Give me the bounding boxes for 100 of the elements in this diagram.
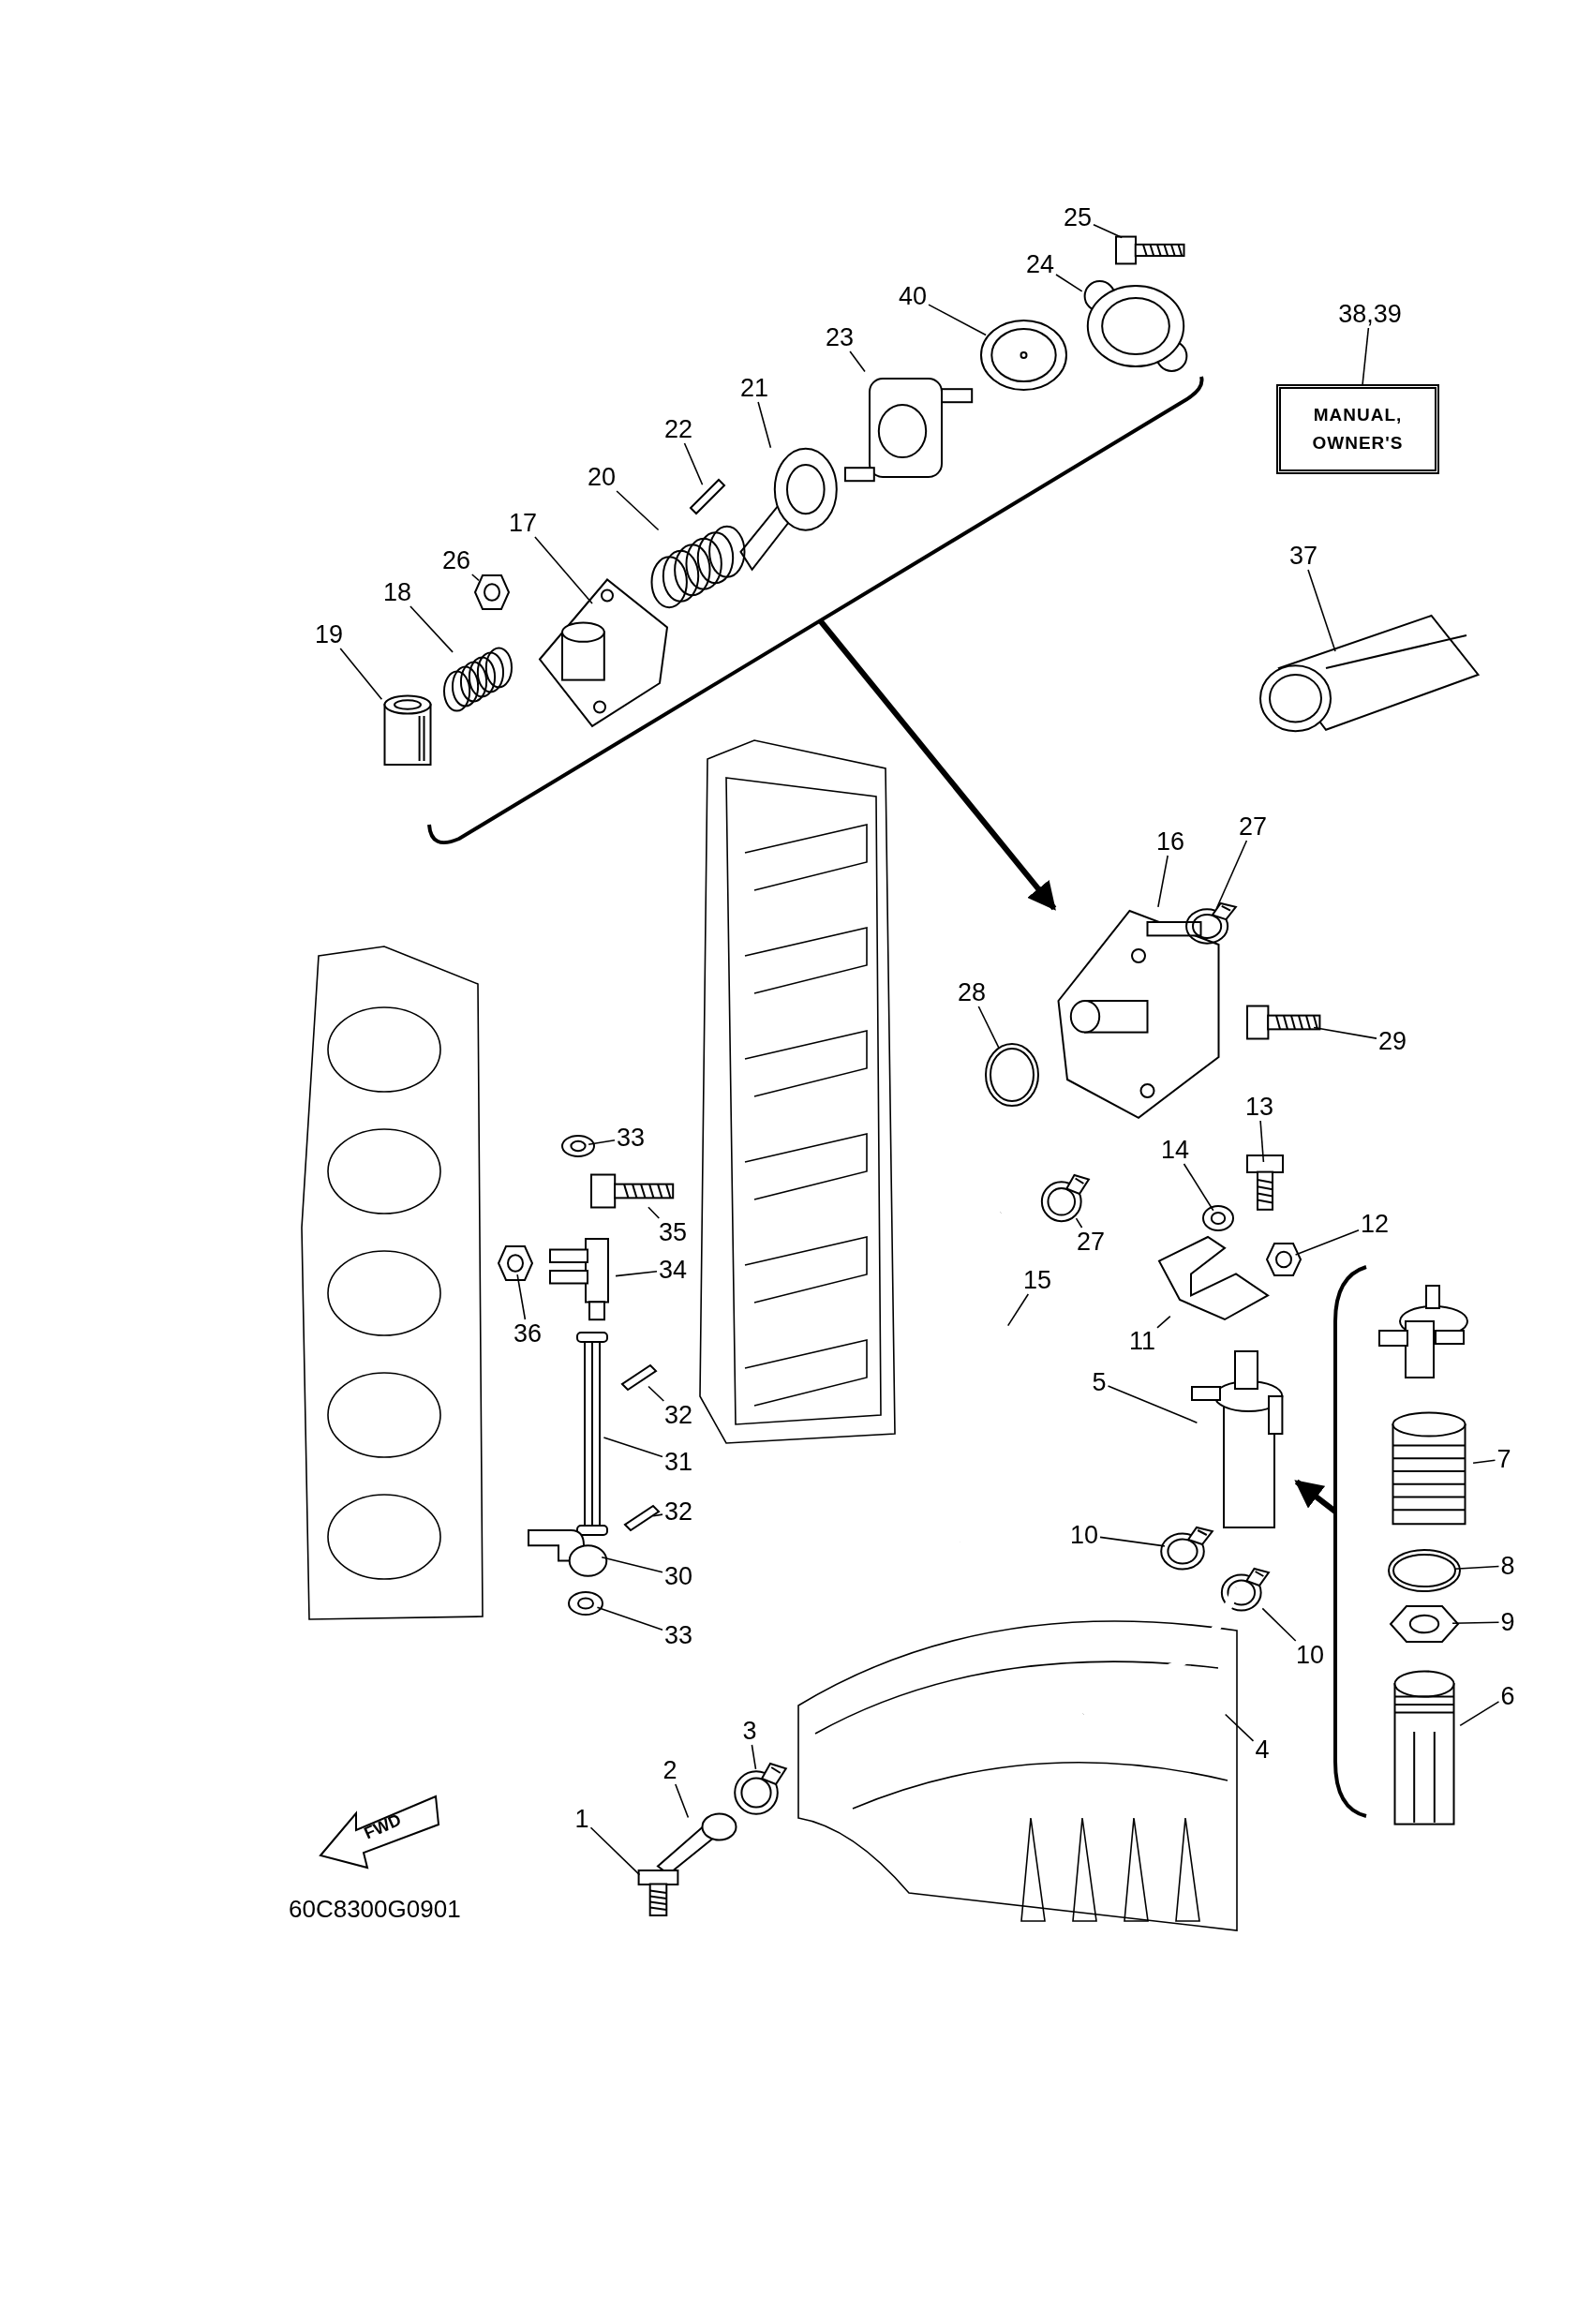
callout-number: 2 xyxy=(661,1756,679,1784)
leader-line xyxy=(409,605,454,653)
diagram-code: 60C8300G0901 xyxy=(289,1895,461,1924)
callout-number: 20 xyxy=(586,463,618,491)
leader-line xyxy=(1093,223,1124,239)
leader-line xyxy=(675,1783,690,1819)
callout-number: 31 xyxy=(662,1448,694,1476)
o-ring-drawing xyxy=(984,1042,1040,1108)
callout-number: 23 xyxy=(824,323,856,351)
leader-line xyxy=(596,1606,663,1631)
leader-line xyxy=(1006,1293,1030,1327)
callout-number: 15 xyxy=(1021,1266,1053,1294)
o-ring-drawing xyxy=(1387,1548,1462,1593)
callout-number: 36 xyxy=(512,1319,543,1348)
leader-line xyxy=(1224,1713,1255,1742)
callout-number: 30 xyxy=(662,1562,694,1590)
leader-line xyxy=(516,1274,527,1320)
washer-drawing xyxy=(1201,1204,1235,1232)
direction-arrow: FWD xyxy=(319,1795,440,1870)
leader-line xyxy=(589,1826,641,1876)
nut-drawing xyxy=(1389,1604,1460,1644)
diaphragm-drawing xyxy=(979,319,1068,392)
leader-line xyxy=(1362,327,1370,385)
leader-line xyxy=(616,490,660,531)
leader-line xyxy=(1453,1565,1500,1570)
bracket xyxy=(1331,1265,1368,1818)
leader-line xyxy=(534,536,593,604)
nut-drawing xyxy=(497,1244,534,1282)
leader-line xyxy=(1156,1315,1171,1329)
washer-drawing xyxy=(560,1134,596,1158)
leader-line xyxy=(1451,1621,1500,1625)
leader-line xyxy=(601,1556,663,1573)
leader-line xyxy=(1261,1607,1297,1642)
leader-line xyxy=(1472,1459,1496,1465)
hose-clamp-drawing xyxy=(1157,1526,1213,1572)
leader-line xyxy=(683,442,704,486)
callout-number: 7 xyxy=(1495,1445,1513,1473)
callout-number: 28 xyxy=(956,978,988,1006)
callout-number: 8 xyxy=(1498,1552,1517,1580)
callout-number: 35 xyxy=(657,1218,689,1246)
washer-drawing xyxy=(567,1590,604,1616)
leader-line xyxy=(615,1271,658,1277)
leader-line xyxy=(1107,1385,1198,1423)
leader-line xyxy=(339,648,383,700)
leader-line xyxy=(1313,1026,1377,1039)
callout-number: 27 xyxy=(1237,812,1269,841)
callout-number: 12 xyxy=(1359,1210,1391,1238)
callout-number: 14 xyxy=(1159,1136,1191,1164)
callout-number: 25 xyxy=(1062,203,1094,231)
callout-number: 11 xyxy=(1127,1327,1157,1355)
callout-number: 10 xyxy=(1294,1641,1326,1669)
leader-line xyxy=(1307,569,1336,652)
leader-line xyxy=(648,1385,665,1402)
leader-line xyxy=(652,1513,663,1517)
leader-line xyxy=(928,304,987,336)
callout-number: 26 xyxy=(440,546,472,574)
pin-drawing xyxy=(620,1363,658,1392)
leader-line xyxy=(1075,1217,1083,1229)
manual-label-box: MANUAL, OWNER'S xyxy=(1276,384,1439,474)
pin-drawing xyxy=(623,1504,661,1532)
callout-number: 3 xyxy=(740,1717,759,1745)
leader-line xyxy=(588,1139,616,1145)
callout-number: 40 xyxy=(897,282,929,310)
callout-number: 17 xyxy=(507,509,539,537)
callout-number: 19 xyxy=(313,620,345,648)
spring-drawing xyxy=(440,647,515,712)
leader-line xyxy=(977,1006,1001,1050)
callout-number: 16 xyxy=(1154,827,1186,856)
callout-number: 21 xyxy=(738,374,770,402)
callout-number: 32 xyxy=(662,1497,694,1526)
leader-line xyxy=(603,1437,663,1458)
leader-line xyxy=(471,574,480,582)
leader-line xyxy=(1055,274,1083,292)
callout-number: 4 xyxy=(1253,1736,1272,1764)
leader-line xyxy=(1259,1120,1265,1163)
arrow xyxy=(817,618,1057,911)
leader-line xyxy=(757,401,772,449)
callout-number: 38,39 xyxy=(1336,300,1404,328)
callout-number: 13 xyxy=(1243,1093,1275,1121)
hose-clamp-drawing xyxy=(1218,1567,1270,1614)
callout-number: 32 xyxy=(662,1401,694,1429)
callout-number: 29 xyxy=(1377,1027,1408,1055)
hose-clamp-drawing xyxy=(1183,901,1237,946)
leader-line xyxy=(1215,840,1248,910)
callout-number: 27 xyxy=(1075,1228,1107,1256)
tube-drawing xyxy=(573,1331,611,1537)
hose-clamp-drawing xyxy=(731,1762,787,1818)
leader-line xyxy=(1099,1536,1166,1547)
leader-line xyxy=(1157,855,1169,908)
callout-number: 33 xyxy=(615,1124,647,1152)
callout-number: 22 xyxy=(662,415,694,443)
callout-number: 18 xyxy=(381,578,413,606)
leader-line xyxy=(1183,1163,1214,1212)
callout-number: 37 xyxy=(1288,542,1319,570)
callout-number: 10 xyxy=(1068,1521,1100,1549)
leader-line xyxy=(751,1744,757,1770)
leader-line xyxy=(1294,1229,1360,1256)
callout-number: 9 xyxy=(1498,1608,1517,1636)
callout-number: 24 xyxy=(1024,250,1056,278)
leader-line xyxy=(849,350,866,373)
